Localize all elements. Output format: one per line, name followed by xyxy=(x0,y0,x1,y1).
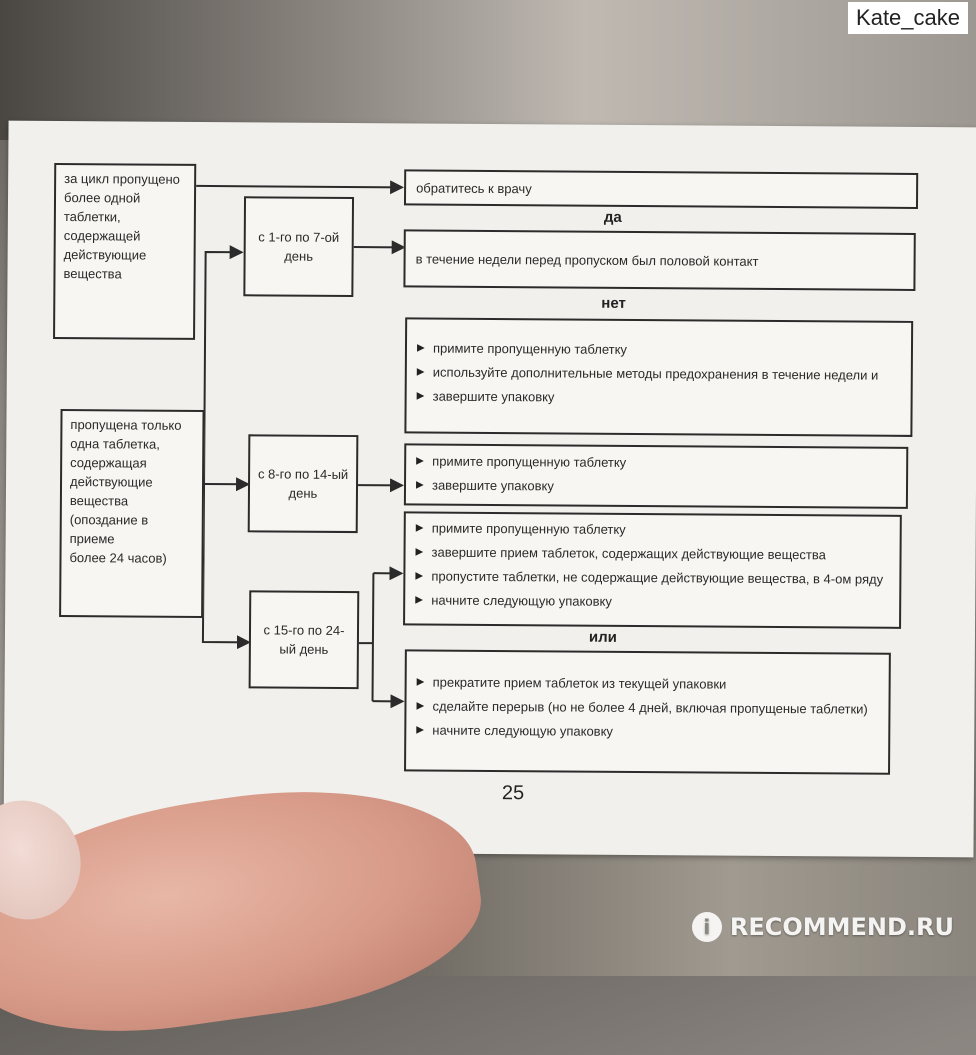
label-yes: да xyxy=(603,208,622,226)
recommend-logo-icon: i xyxy=(691,912,722,942)
left-box-more-than-one: за цикл пропущено более одной таблетки, … xyxy=(53,162,197,340)
mid-box-text: с 15-го по 24-ый день xyxy=(263,622,345,657)
right-box-days-8-14: примите пропущенную таблетку завершите у… xyxy=(403,443,909,509)
list-item: завершите упаковку xyxy=(417,385,901,410)
list-item: пропустите таблетки, не содержащие дейст… xyxy=(415,565,889,590)
list-item: завершите прием таблеток, содержащих дей… xyxy=(415,541,889,566)
watermark-site: i RECOMMEND.RU xyxy=(691,912,954,942)
instruction-page: за цикл пропущено более одной таблетки, … xyxy=(3,120,976,858)
right-box-text: обратитесь к врачу xyxy=(416,179,532,196)
list-item: примите пропущенную таблетку xyxy=(416,450,896,475)
list-item: используйте дополнительные методы предох… xyxy=(417,361,901,386)
days-15-24-list-b: прекратите прием таблеток из текущей упа… xyxy=(416,671,878,744)
mid-box-text: с 1-го по 7-ой день xyxy=(258,229,340,264)
list-item: примите пропущенную таблетку xyxy=(416,517,890,542)
mid-box-text: с 8-го по 14-ый день xyxy=(257,466,349,501)
days-15-24-list-a: примите пропущенную таблетку завершите п… xyxy=(415,517,890,614)
left-box-only-one: пропущена только одна таблетка, содержащ… xyxy=(59,408,205,618)
right-box-days-15-24-a: примите пропущенную таблетку завершите п… xyxy=(403,511,902,629)
right-box-text: в течение недели перед пропуском был пол… xyxy=(415,250,759,269)
list-item: начните следующую упаковку xyxy=(416,719,878,744)
right-box-days-15-24-b: прекратите прием таблеток из текущей упа… xyxy=(404,649,891,775)
days-8-14-list: примите пропущенную таблетку завершите у… xyxy=(416,450,896,499)
list-item: начните следующую упаковку xyxy=(415,589,889,614)
mid-box-days-8-14: с 8-го по 14-ый день xyxy=(247,434,359,534)
right-box-see-doctor: обратитесь к врачу xyxy=(403,169,919,209)
list-item: сделайте перерыв (но не более 4 дней, вк… xyxy=(416,695,878,720)
watermark-username: Kate_cake xyxy=(848,2,968,34)
left-box-text: за цикл пропущено более одной таблетки, … xyxy=(63,171,180,282)
list-item: завершите упаковку xyxy=(416,474,896,499)
no-contact-list: примите пропущенную таблетку используйте… xyxy=(417,337,901,410)
mid-box-days-15-24: с 15-го по 24-ый день xyxy=(248,590,360,690)
label-no: нет xyxy=(601,294,626,312)
page-number: 25 xyxy=(501,782,525,805)
right-box-no-contact: примите пропущенную таблетку используйте… xyxy=(404,317,914,437)
label-or: или xyxy=(588,628,618,646)
left-box-text: пропущена только одна таблетка, содержащ… xyxy=(69,417,182,566)
right-box-contact-question: в течение недели перед пропуском был пол… xyxy=(403,229,916,291)
mid-box-days-1-7: с 1-го по 7-ой день xyxy=(243,196,355,298)
list-item: прекратите прием таблеток из текущей упа… xyxy=(417,671,879,696)
watermark-site-text: RECOMMEND.RU xyxy=(729,913,954,941)
background-top xyxy=(0,0,976,140)
list-item: примите пропущенную таблетку xyxy=(417,337,901,362)
